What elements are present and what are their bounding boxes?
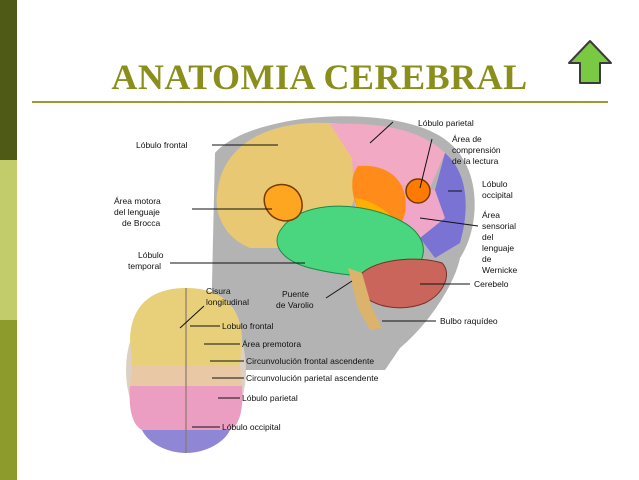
leader-wernicke	[419, 217, 479, 227]
reading-area	[405, 178, 431, 204]
slide-title: ANATOMIA CEREBRAL	[111, 57, 528, 97]
sidebar-block-dark	[0, 0, 17, 160]
label-comprension-3: de la lectura	[452, 156, 499, 166]
title-underline	[32, 101, 608, 103]
label-wernicke-1: Área	[482, 210, 500, 220]
label-temporal-2: temporal	[128, 261, 161, 271]
brain-diagram: Lóbulo frontal Lóbulo parietal Área de c…	[114, 116, 518, 453]
label-top-frontal: Lobulo frontal	[222, 321, 274, 331]
sidebar-decoration	[0, 0, 17, 480]
broca-area	[263, 183, 303, 222]
label-circ-parietal: Circunvolución parietal ascendente	[246, 373, 379, 383]
label-cisura-1: Cisura	[206, 286, 231, 296]
lateral-labels: Lóbulo frontal Lóbulo parietal Área de c…	[114, 118, 518, 326]
up-arrow-icon[interactable]	[566, 38, 614, 86]
label-wernicke-4: lenguaje	[482, 243, 514, 253]
label-circ-frontal: Circunvolución frontal ascendente	[246, 356, 374, 366]
label-cisura-2: longitudinal	[206, 297, 249, 307]
lateral-brain	[216, 122, 466, 330]
top-brain	[126, 288, 246, 453]
label-wernicke-5: de	[482, 254, 492, 264]
label-wernicke-2: sensorial	[482, 221, 516, 231]
label-occipital-1: Lóbulo	[482, 179, 508, 189]
brainstem	[348, 268, 382, 330]
sidebar-block-mid	[0, 320, 17, 480]
top-labels: Cisura longitudinal Lobulo frontal Área …	[206, 286, 379, 432]
leader-cisura	[179, 305, 205, 329]
label-puente-1: Puente	[282, 289, 309, 299]
label-bulbo: Bulbo raquídeo	[440, 316, 498, 326]
leader-parietal	[369, 121, 394, 144]
label-top-occipital: Lóbulo occipital	[222, 422, 281, 432]
occipital-lobe	[420, 153, 466, 258]
label-comprension-2: comprensión	[452, 145, 501, 155]
leader-comprension	[419, 138, 433, 189]
label-wernicke-3: del	[482, 232, 493, 242]
parietal-lobe	[330, 123, 445, 188]
sidebar-block-light	[0, 160, 17, 320]
label-cerebelo: Cerebelo	[474, 279, 509, 289]
label-parietal: Lóbulo parietal	[418, 118, 474, 128]
label-puente-2: de Varolio	[276, 300, 314, 310]
leader-lines	[170, 121, 479, 428]
label-broca-3: de Brocca	[122, 218, 161, 228]
label-top-parietal: Lóbulo parietal	[242, 393, 298, 403]
cerebellum	[361, 258, 447, 309]
label-wernicke-6: Wernicke	[482, 265, 518, 275]
leader-puente	[325, 280, 353, 299]
label-broca-2: del lenguaje	[114, 207, 160, 217]
label-broca-1: Área motora	[114, 196, 161, 206]
label-temporal-1: Lóbulo	[138, 250, 164, 260]
label-occipital-2: occipital	[482, 190, 513, 200]
label-frontal: Lóbulo frontal	[136, 140, 188, 150]
label-premotora: Área premotora	[242, 339, 301, 349]
label-comprension-1: Área de	[452, 134, 482, 144]
